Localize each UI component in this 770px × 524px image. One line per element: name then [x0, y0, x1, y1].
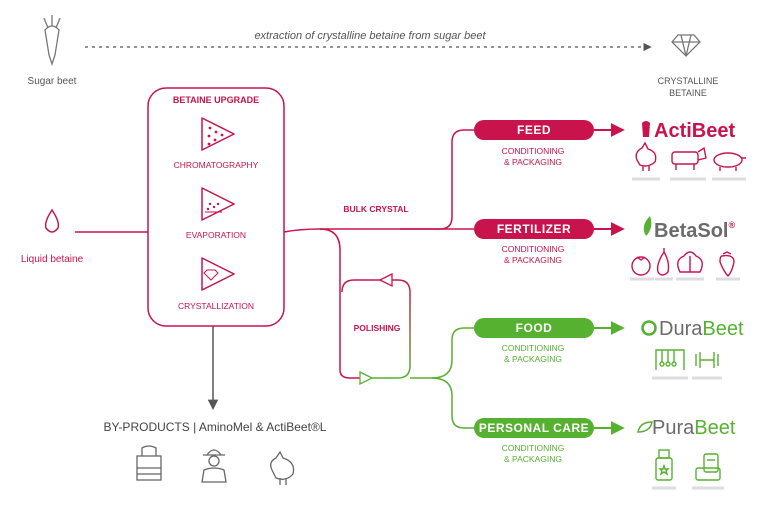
betasol-registered-mark: ® [728, 220, 735, 230]
purabeet-brand-a: Pura [652, 417, 695, 439]
betasol-brand: BetaSol® [654, 220, 735, 242]
evaporation-icon [201, 187, 235, 221]
fertilizer-sub-2: & PACKAGING [504, 255, 562, 265]
strawberry-icon [719, 251, 735, 277]
personal-care-branch [431, 377, 474, 429]
food-sub-1: CONDITIONING [502, 343, 565, 353]
feed-branch [400, 129, 474, 230]
cream-jar-icon [695, 453, 721, 481]
extraction-label: extraction of crystalline betaine from s… [254, 30, 486, 42]
bulk-crystal-label: BULK CRYSTAL [343, 204, 408, 214]
polishing-top-arrow [378, 272, 393, 288]
bulk-crystal-line [283, 228, 474, 233]
food-branch [431, 327, 474, 379]
durabeet-brand: DuraBeet [659, 318, 744, 340]
step-crystallization: CRYSTALLIZATION [178, 301, 254, 311]
liquid-betaine-label: Liquid betaine [21, 254, 84, 265]
durabeet-logo-icon [641, 320, 657, 336]
byproducts-label: BY-PRODUCTS | AminoMel & ActiBeet®L [104, 420, 327, 434]
feed-pill [474, 120, 594, 140]
farmhouse-icon [136, 445, 162, 481]
feed-sub-2: & PACKAGING [504, 157, 562, 167]
purabeet-leaf-icon [637, 421, 653, 433]
farmer-icon [201, 449, 227, 483]
step-evaporation: EVAPORATION [186, 230, 246, 240]
step-chromatography: CHROMATOGRAPHY [174, 160, 259, 170]
cow-icon [671, 146, 707, 170]
food-sub-2: & PACKAGING [504, 354, 562, 364]
food-pill-label: FOOD [516, 321, 553, 335]
personal-care-pill [474, 418, 594, 438]
newton-cradle-icon [655, 349, 685, 370]
actibeet-logo-icon [642, 121, 650, 137]
durabeet-brand-a: Dura [659, 318, 703, 340]
chicken-icon [270, 450, 295, 485]
lotion-bottle-icon [655, 449, 673, 481]
crystal-diamond-icon [671, 34, 701, 57]
polishing-drop [319, 228, 360, 379]
betasol-leaf-icon [643, 216, 652, 236]
personal-care-sub-2: & PACKAGING [504, 454, 562, 464]
polishing-label: POLISHING [354, 323, 401, 333]
crystalline-label-1: CRYSTALLINE [658, 76, 719, 86]
fertilizer-pill [474, 219, 594, 239]
fertilizer-pill-label: FERTILIZER [497, 222, 571, 236]
upgrade-title: BETAINE UPGRADE [173, 95, 259, 105]
personal-care-sub-1: CONDITIONING [502, 443, 565, 453]
fertilizer-sub-1: CONDITIONING [502, 244, 565, 254]
feed-pill-label: FEED [517, 123, 551, 137]
lettuce-icon [677, 251, 703, 273]
purabeet-brand: PuraBeet [652, 417, 736, 439]
chromatography-icon [201, 117, 235, 151]
purabeet-brand-b: Beet [694, 417, 736, 439]
betasol-brand-name: BetaSol [654, 220, 728, 242]
sugar-beet-label: Sugar beet [28, 76, 77, 87]
polishing-bottom-arrow [359, 370, 374, 386]
polishing-loop [341, 279, 411, 379]
crystallization-icon [201, 257, 235, 291]
sugar-beet-icon [43, 15, 61, 67]
feed-sub-1: CONDITIONING [502, 146, 565, 156]
dumbbell-icon [695, 352, 719, 368]
pig-icon [713, 152, 746, 171]
crystalline-label-2: BETAINE [669, 88, 707, 98]
betaine-upgrade-box [147, 87, 285, 327]
durabeet-brand-b: Beet [702, 318, 744, 340]
personal-care-pill-label: PERSONAL CARE [479, 421, 589, 435]
liquid-drop-icon [44, 208, 60, 233]
chicken-feed-icon [635, 141, 657, 171]
tomato-icon [631, 256, 651, 276]
eggplant-icon [656, 248, 670, 276]
actibeet-brand: ActiBeet [654, 120, 735, 142]
food-pill [474, 318, 594, 338]
